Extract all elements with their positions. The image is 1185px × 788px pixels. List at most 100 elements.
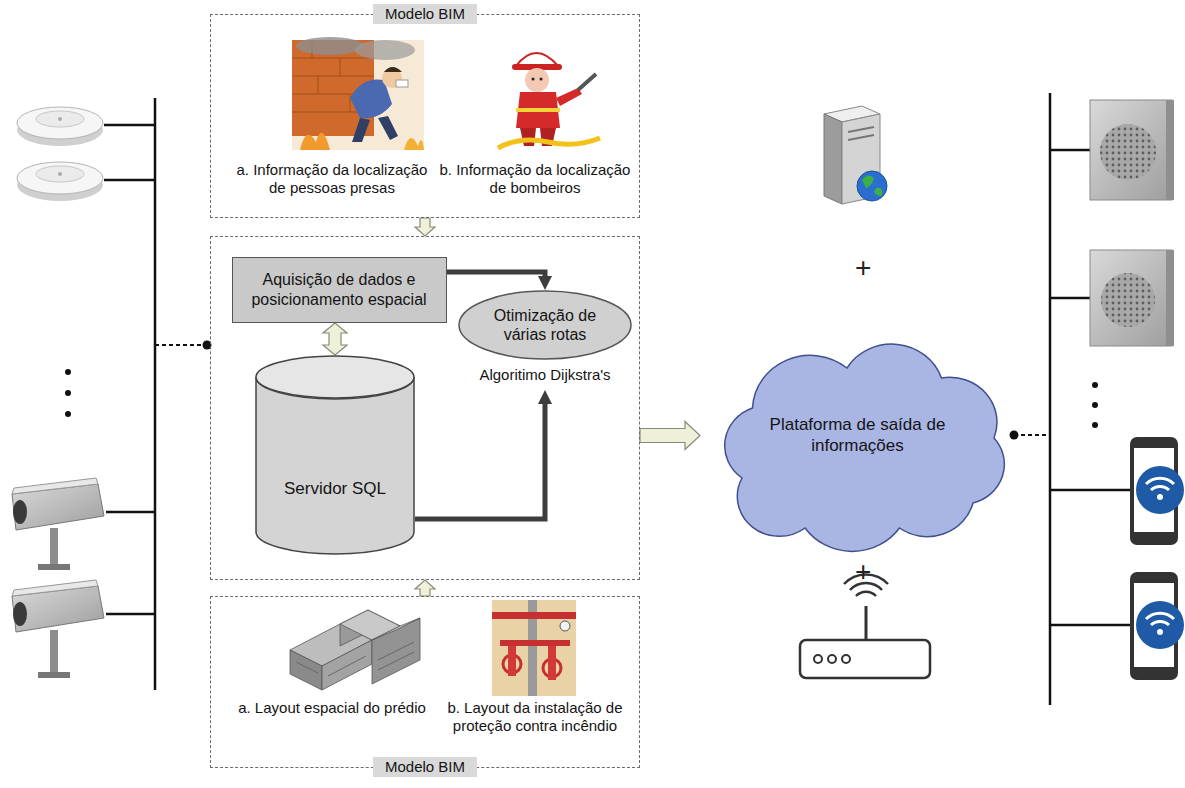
database-cylinder: Servidor SQL bbox=[255, 355, 415, 555]
output-link bbox=[1014, 434, 1050, 436]
fire-protection-illustration bbox=[492, 612, 576, 619]
fire-protection-illustration bbox=[508, 646, 516, 676]
ellipsis-dots bbox=[1092, 402, 1098, 408]
sensor-bus bbox=[104, 98, 155, 690]
process-label-box: Aquisição de dados e posicionamento espa… bbox=[233, 258, 445, 321]
ellipsis-dots bbox=[65, 411, 71, 417]
ellipsis-dots bbox=[1092, 382, 1098, 388]
building-model-illustration bbox=[290, 650, 322, 690]
figure-caption: a. Layout espacial do prédio bbox=[238, 699, 426, 717]
cylinder-top bbox=[256, 356, 414, 398]
cloud-platform: Plataforma de saída de informações bbox=[700, 328, 1015, 543]
figure-caption: b. Informação da localização de bombeiro… bbox=[436, 161, 634, 197]
group-title-box: Modelo BIM bbox=[373, 4, 477, 24]
process-label-box: Otimização de várias rotas bbox=[455, 290, 635, 360]
building-model-illustration bbox=[296, 662, 318, 673]
ellipsis-dots bbox=[1092, 422, 1098, 428]
phone-icon bbox=[1151, 486, 1169, 490]
speaker-icon bbox=[1100, 124, 1156, 180]
speaker-icon bbox=[1100, 124, 1156, 180]
trapped-person-illustration bbox=[378, 116, 398, 140]
firefighter-illustration bbox=[498, 53, 600, 148]
group-title-box: Modelo BIM bbox=[373, 757, 477, 777]
server-icon bbox=[848, 127, 874, 132]
trapped-person-illustration bbox=[355, 40, 415, 60]
building-model-illustration bbox=[372, 618, 420, 640]
group-title: Modelo BIM bbox=[385, 5, 465, 23]
camera-icon bbox=[50, 630, 58, 675]
ellipse-outline bbox=[459, 291, 631, 359]
database-label-box: Servidor SQL bbox=[255, 463, 415, 515]
speaker-icon bbox=[1101, 273, 1155, 327]
phone-icon bbox=[1157, 629, 1163, 635]
cloud-label-box: Plataforma de saída de informações bbox=[700, 328, 1015, 543]
ellipsis-dots bbox=[65, 369, 71, 375]
figure-caption-box: b. Layout da instalação de proteção cont… bbox=[436, 699, 634, 735]
speaker-icon bbox=[1090, 250, 1172, 346]
figure-caption: a. Informação da localização de pessoas … bbox=[233, 161, 431, 197]
trapped-person-illustration bbox=[404, 138, 424, 150]
building-model-illustration bbox=[296, 642, 414, 676]
database-label: Servidor SQL bbox=[284, 479, 386, 499]
output-bus bbox=[1050, 624, 1130, 627]
ellipsis-dots bbox=[1092, 382, 1098, 428]
sensor-bus bbox=[106, 613, 155, 616]
building-model-illustration bbox=[378, 642, 414, 660]
firefighter-illustration bbox=[516, 92, 560, 128]
fire-protection-illustration bbox=[548, 646, 556, 680]
figure-caption-box: a. Informação da localização de pessoas … bbox=[233, 161, 431, 197]
server-icon bbox=[874, 188, 882, 196]
server-icon bbox=[824, 114, 842, 204]
speaker-icon bbox=[1166, 250, 1174, 346]
firefighter-illustration bbox=[578, 74, 596, 90]
camera-icon bbox=[12, 478, 104, 570]
processing-group: Aquisição de dados e posicionamento espa… bbox=[210, 236, 640, 580]
camera-icon bbox=[38, 564, 70, 570]
output-bus bbox=[1049, 93, 1052, 705]
firefighter-illustration bbox=[556, 88, 582, 106]
fire-protection-illustration bbox=[492, 600, 576, 696]
database-cylinder-outline bbox=[255, 355, 415, 555]
firefighter-illustration bbox=[520, 128, 536, 146]
smoke-detector bbox=[36, 166, 84, 182]
speaker-icon bbox=[1166, 100, 1174, 200]
smoke-detector bbox=[17, 162, 103, 194]
cylinder-body bbox=[256, 377, 414, 554]
phone-icon bbox=[1130, 437, 1184, 545]
building-model-illustration bbox=[290, 610, 420, 690]
phone-icon bbox=[1146, 478, 1174, 484]
router-icon bbox=[856, 592, 876, 596]
smoke-detector bbox=[17, 107, 103, 146]
router-icon bbox=[814, 655, 822, 663]
trapped-person-illustration bbox=[292, 58, 374, 59]
speaker-icon bbox=[1090, 100, 1174, 200]
server-icon bbox=[862, 175, 874, 188]
firefighter-illustration bbox=[532, 78, 535, 81]
speaker-icon bbox=[1101, 273, 1155, 327]
sensor-bus bbox=[106, 511, 155, 514]
ellipsis-dots bbox=[65, 369, 71, 417]
bus-dot bbox=[1010, 431, 1019, 440]
figure-caption: b. Layout da instalação de proteção cont… bbox=[436, 699, 634, 735]
sensor-link bbox=[155, 344, 206, 346]
phone-icon bbox=[1157, 494, 1163, 500]
block-arrow bbox=[415, 580, 435, 596]
router-icon bbox=[800, 574, 930, 678]
output-bus bbox=[1050, 297, 1090, 300]
plus-sign: + bbox=[855, 558, 871, 586]
fire-protection-illustration bbox=[560, 621, 570, 631]
smoke-detector bbox=[17, 107, 103, 139]
trapped-person-illustration bbox=[350, 94, 351, 112]
figure-caption-box: a. Layout espacial do prédio bbox=[233, 699, 431, 717]
trapped-person-illustration bbox=[292, 40, 424, 150]
camera-icon bbox=[38, 672, 70, 678]
phone-icon bbox=[1136, 601, 1184, 649]
phone-icon bbox=[1136, 466, 1184, 514]
speaker-icon bbox=[1090, 100, 1172, 200]
camera-icon bbox=[50, 528, 58, 568]
firefighter-illustration bbox=[498, 138, 600, 148]
plus-sign: + bbox=[855, 254, 871, 282]
algorithm-label: Algoritimo Dijkstra's bbox=[479, 366, 610, 384]
